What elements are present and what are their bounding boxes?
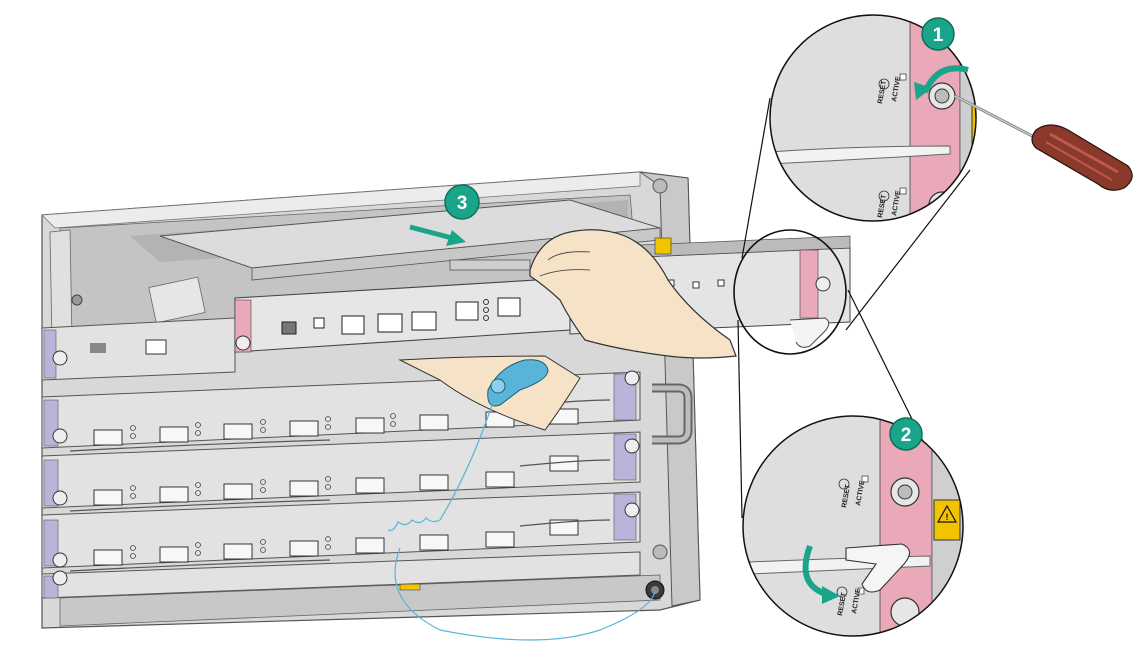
reset-label-bottom: RESET — [841, 483, 852, 508]
active-label-top: ACTIVE — [891, 76, 902, 103]
reset-label-top: RESET — [877, 79, 888, 104]
step-2-badge: 2 — [889, 417, 923, 451]
svg-text:!: ! — [946, 512, 949, 522]
esd-wrist-strap-icon — [387, 359, 656, 641]
step-1-number: 1 — [933, 25, 944, 46]
active-label-top-2: ACTIVE — [891, 190, 902, 217]
zoom-callout-loosen-screw: ACTIVE RESET ACTIVE RESET 1 — [769, 14, 1133, 222]
warning-label-icon: ! — [936, 504, 958, 523]
step-1-badge: 1 — [921, 17, 955, 51]
step-3-number: 3 — [457, 193, 468, 214]
step-3-indicator: 3 — [409, 184, 480, 246]
zoom-callout-open-lever: ! ACTIVE RESET ACTIVE RESET 2 — [742, 415, 964, 637]
active-label-bottom-2: ACTIVE — [851, 588, 862, 615]
reset-label-bottom-2: RESET — [837, 591, 848, 616]
step-3-badge: 3 — [444, 184, 480, 220]
screwdriver-icon — [954, 94, 1133, 191]
active-label-bottom: ACTIVE — [855, 480, 866, 507]
step-2-number: 2 — [901, 425, 912, 446]
reset-label-top-2: RESET — [877, 193, 888, 218]
